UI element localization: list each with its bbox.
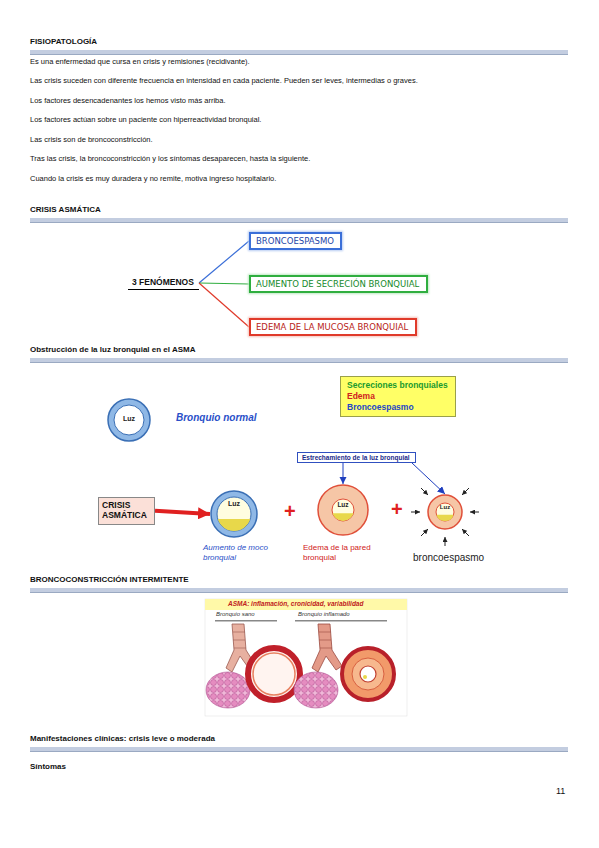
node-text: AUMENTO DE SECRECIÓN BRONQUIAL xyxy=(256,279,419,289)
bronchus-section xyxy=(317,484,369,536)
bronchus-circle: Luz xyxy=(107,398,151,442)
figure-caption: broncoespasmo xyxy=(413,552,484,564)
paragraph: Los factores actúan sobre un paciente co… xyxy=(30,115,261,124)
text-box: CRISIS ASMÁTICA xyxy=(98,497,155,525)
node-text: Secreciones bronquiales xyxy=(347,380,449,391)
figure-label: Bronquio sano xyxy=(216,611,255,618)
figure-caption: Edema de la pared bronquial xyxy=(303,543,389,562)
paragraph: Los factores desencadenantes los hemos v… xyxy=(30,96,226,105)
bronchus-section xyxy=(427,494,463,530)
text-box: BRONCOESPASMO xyxy=(249,232,342,250)
bronchus-circle: Luz xyxy=(317,484,369,536)
figure-caption: Aumento de moco bronquial xyxy=(203,543,277,562)
text-box: 3 FENÓMENOS xyxy=(128,276,199,290)
bronchus-section xyxy=(210,490,258,538)
section-heading: FISIOPATOLOGÍA xyxy=(30,37,568,54)
node-text: BRONCOESPASMO xyxy=(256,236,334,246)
node-text: Luz xyxy=(210,500,258,507)
node-text: Edema xyxy=(347,391,449,402)
connector xyxy=(199,241,249,283)
node-text: CRISIS ASMÁTICA xyxy=(102,500,147,520)
node-text: EDEMA DE LA MUCOSA BRONQUIAL xyxy=(256,322,408,332)
bronchi-figure xyxy=(205,599,407,716)
figure-label: Bronquio inflamado xyxy=(298,611,350,618)
connector xyxy=(343,463,344,484)
section-heading: Manifestaciones clínicas: crisis leve o … xyxy=(30,734,568,751)
node-text: Estrechamiento de la luz bronquial xyxy=(302,454,410,461)
text-box: AUMENTO DE SECRECIÓN BRONQUIAL xyxy=(249,275,428,293)
plus-sign: + xyxy=(284,501,296,521)
node-text: Luz xyxy=(427,504,463,510)
paragraph: Las crisis son de broncoconstricción. xyxy=(30,135,153,144)
subheading: Síntomas xyxy=(30,762,66,772)
node-text: Luz xyxy=(317,501,369,508)
connector xyxy=(199,283,249,327)
connector xyxy=(412,463,445,494)
connector xyxy=(155,511,210,514)
figure-label: Bronquio normal xyxy=(176,412,257,424)
paragraph: Tras las crisis, la broncoconstricción y… xyxy=(30,154,310,163)
figure-title: ASMA: inflamación, cronicidad, variabili… xyxy=(228,600,363,608)
paragraph: Las crisis suceden con diferente frecuen… xyxy=(30,76,418,85)
paragraph: Es una enfermedad que cursa en crisis y … xyxy=(30,57,250,66)
bronchus-circle: Luz xyxy=(427,494,463,530)
paragraph: Cuando la crisis es muy duradera y no re… xyxy=(30,174,276,183)
spasm-arrows xyxy=(411,488,479,546)
bronchus-circle: Luz xyxy=(210,490,258,538)
text-box: EDEMA DE LA MUCOSA BRONQUIAL xyxy=(249,318,417,336)
plus-sign: + xyxy=(391,499,403,519)
page-number: 11 xyxy=(556,786,565,797)
section-heading: BRONCOCONSTRICCIÓN INTERMITENTE xyxy=(30,575,568,592)
section-heading: CRISIS ASMÁTICA xyxy=(30,205,568,222)
node-text: Luz xyxy=(107,415,151,422)
node-text: 3 FENÓMENOS xyxy=(132,277,194,287)
node-text: Broncoespasmo xyxy=(347,402,449,413)
connector xyxy=(199,283,249,284)
section-heading: Obstrucción de la luz bronquial en el AS… xyxy=(30,345,568,362)
text-box: Secreciones bronquialesEdemaBroncoespasm… xyxy=(340,376,456,417)
text-box: Estrechamiento de la luz bronquial xyxy=(297,452,416,463)
